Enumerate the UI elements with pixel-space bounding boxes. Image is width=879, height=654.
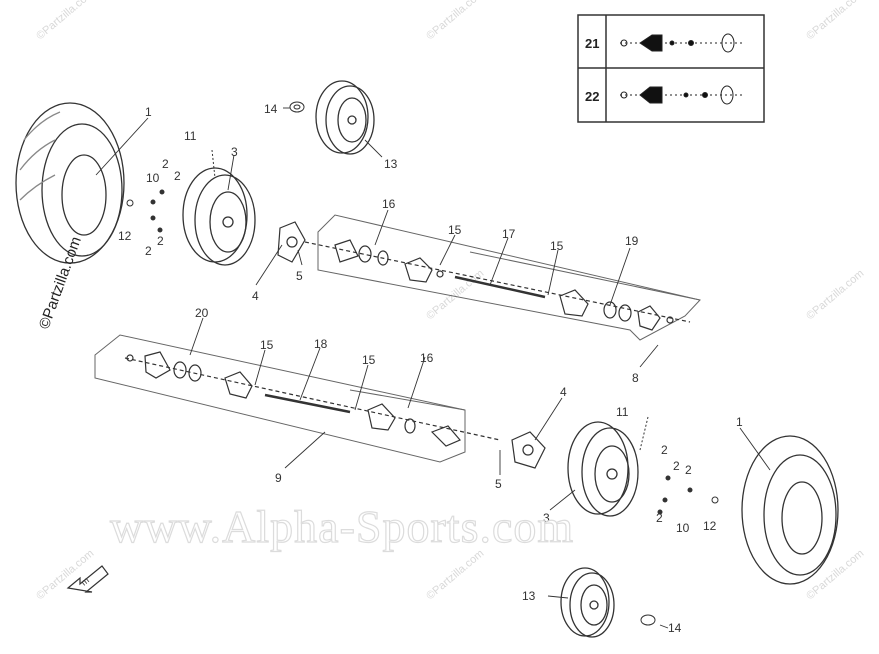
callout-13: 13 (522, 589, 536, 603)
callout-10: 10 (676, 521, 690, 535)
wheel-top (315, 80, 375, 155)
legend-box: 21 22 (577, 14, 765, 123)
tire-left (15, 102, 125, 264)
callout-1: 1 (736, 415, 743, 429)
callout-11: 11 (616, 405, 629, 419)
callout-3: 3 (231, 145, 238, 159)
callout-9: 9 (275, 471, 282, 485)
axle-shaft-lower (124, 351, 501, 447)
legend-row-22-parts (620, 85, 745, 105)
legend-row-22-label: 22 (585, 89, 599, 104)
callout-2: 2 (157, 234, 164, 248)
watermark-small: ©Partzilla.com (34, 547, 96, 602)
callout-11: 11 (184, 129, 197, 143)
callout-17: 17 (502, 227, 516, 241)
watermark-small: ©Partzilla.com (804, 0, 866, 42)
direction-arrow-icon: m (66, 565, 109, 593)
watermark-small: ©Partzilla.com (424, 267, 486, 322)
callout-12: 12 (703, 519, 717, 533)
hub-lower (511, 431, 546, 469)
callout-15: 15 (260, 338, 274, 352)
callout-20: 20 (195, 306, 209, 320)
wheel-right (567, 421, 639, 517)
watermark-small: ©Partzilla.com (424, 547, 486, 602)
callout-2: 2 (174, 169, 181, 183)
watermark-small: ©Partzilla.com (34, 0, 96, 42)
callout-13: 13 (384, 157, 398, 171)
callout-2: 2 (145, 244, 152, 258)
hardware-left (126, 149, 216, 233)
callout-8: 8 (632, 371, 639, 385)
watermark-site: www.Alpha-Sports.com (110, 501, 574, 552)
watermark-small: ©Partzilla.com (424, 0, 486, 42)
callout-14: 14 (668, 621, 682, 635)
callout-2: 2 (162, 157, 169, 171)
nut-bottom (640, 614, 656, 626)
front-axle-assembly-panel (94, 334, 466, 463)
hub-upper (277, 221, 306, 263)
callout-15: 15 (362, 353, 376, 367)
callout-16: 16 (420, 351, 434, 365)
callout-16: 16 (382, 197, 396, 211)
callout-labels: 1 1 2 2 2 2 2 2 2 2 3 3 4 4 5 5 8 9 10 1… (118, 102, 743, 635)
callout-15: 15 (550, 239, 564, 253)
watermark-side: ©Partzilla.com (36, 234, 85, 331)
axle-shaft-upper (304, 239, 691, 331)
callout-4: 4 (252, 289, 259, 303)
callout-10: 10 (146, 171, 160, 185)
callout-14: 14 (264, 102, 278, 116)
wheel-left (182, 167, 256, 266)
legend-row-21-label: 21 (585, 36, 599, 51)
callout-2: 2 (673, 459, 680, 473)
callout-2: 2 (685, 463, 692, 477)
legend-row-21-parts (620, 33, 745, 53)
callout-2: 2 (656, 511, 663, 525)
watermark-small: ©Partzilla.com (804, 267, 866, 322)
callout-18: 18 (314, 337, 328, 351)
callout-12: 12 (118, 229, 132, 243)
wheel-bottom (560, 567, 615, 638)
callout-3: 3 (543, 511, 550, 525)
nut-top (289, 101, 305, 113)
callout-5: 5 (296, 269, 303, 283)
tire-right (741, 435, 839, 585)
leader-lines (95, 107, 771, 629)
callout-15: 15 (448, 223, 462, 237)
hardware-right (639, 416, 719, 515)
callout-4: 4 (560, 385, 567, 399)
callout-2: 2 (661, 443, 668, 457)
callout-1: 1 (145, 105, 152, 119)
rear-axle-assembly-panel (317, 214, 701, 341)
callout-5: 5 (495, 477, 502, 491)
callout-19: 19 (625, 234, 639, 248)
